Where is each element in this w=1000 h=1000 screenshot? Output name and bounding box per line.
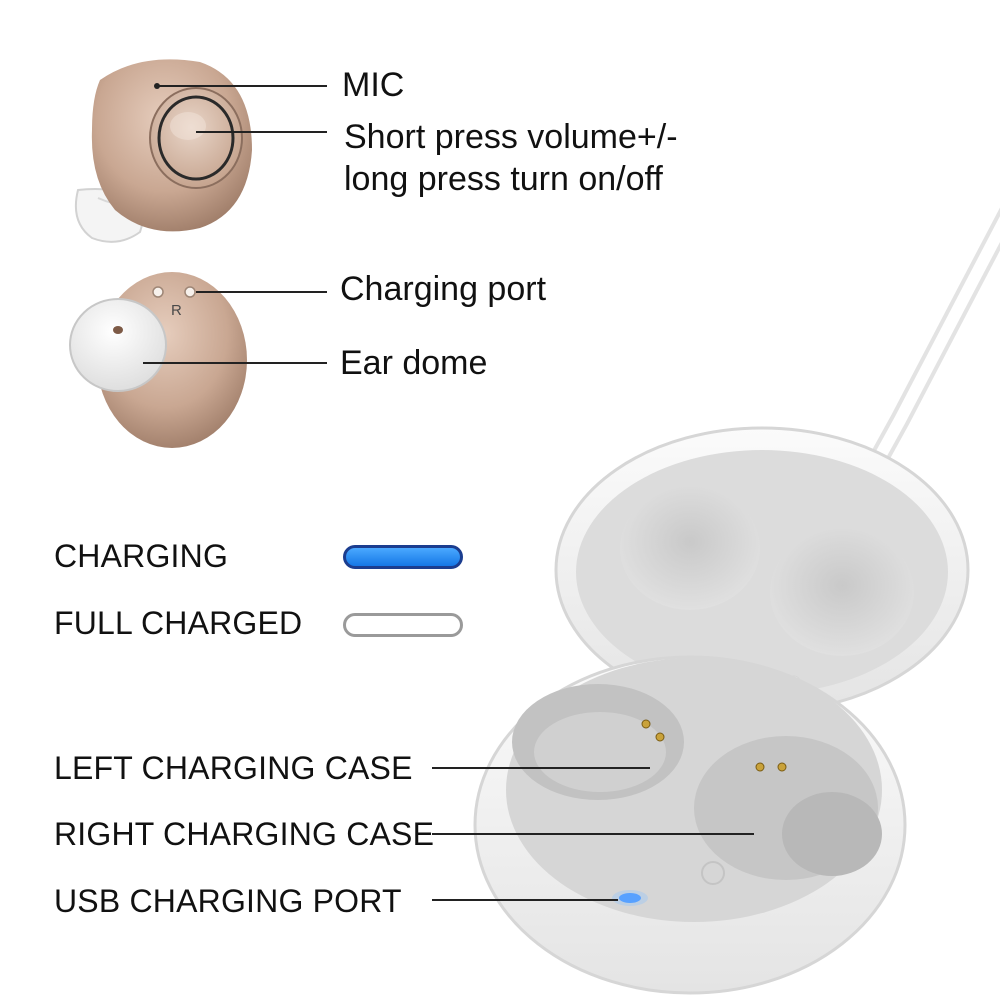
charging-case [473,426,970,995]
usb-port-leader-line [432,899,618,901]
charging-port-leader-line [196,291,327,293]
charging-led-indicator [343,545,463,569]
mic-label: MIC [342,66,405,104]
ear-dome-leader-line [143,362,327,364]
hearing-aid-back [69,272,247,448]
side-mark-r: R [171,302,182,319]
charging-port-label: Charging port [340,270,547,308]
right-case-leader-line [432,833,754,835]
left-charging-case-label: LEFT CHARGING CASE [54,750,413,786]
mic-leader-line [157,85,327,87]
hearing-aid-front [74,59,252,243]
ear-dome-label: Ear dome [340,344,488,382]
button-function-label-line2: long press turn on/off [344,160,663,198]
right-charging-case-label: RIGHT CHARGING CASE [54,816,435,852]
charging-status-label: CHARGING [54,538,229,574]
usb-cable [858,207,1000,488]
full-charged-status-label: FULL CHARGED [54,605,303,641]
full-charged-led-indicator [343,613,463,637]
button-function-label-line1: Short press volume+/- [344,118,678,156]
button-leader-line [196,131,327,133]
usb-charging-port-label: USB CHARGING PORT [54,883,402,919]
left-case-leader-line [432,767,650,769]
